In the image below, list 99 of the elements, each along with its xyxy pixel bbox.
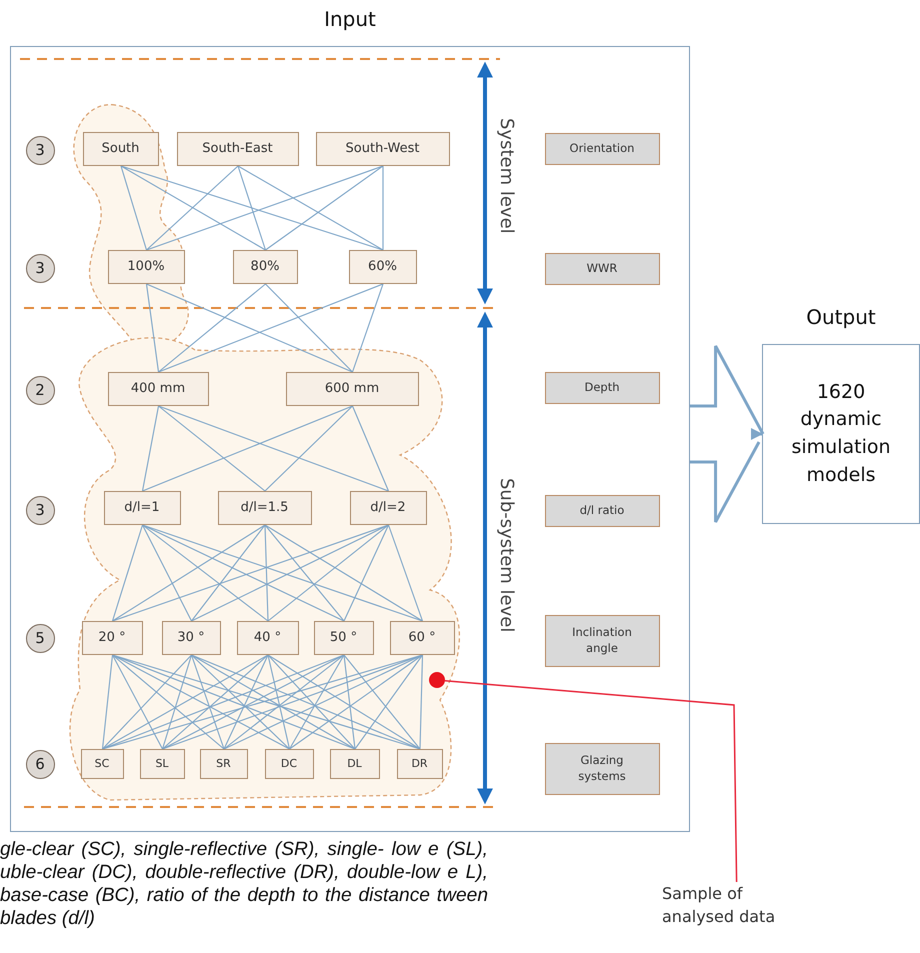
option-box: SL <box>140 748 184 778</box>
level-label: System level <box>496 118 517 234</box>
connector-line <box>343 654 356 750</box>
connector-line <box>224 654 344 750</box>
connector-line <box>146 166 238 250</box>
connector-line <box>102 654 192 750</box>
connector-line <box>268 654 356 750</box>
connector-line <box>102 654 114 750</box>
connector-line <box>264 524 344 622</box>
option-box: d/l=2 <box>350 490 426 524</box>
count-circle: 6 <box>26 750 54 778</box>
option-box: 100% <box>108 250 184 284</box>
option-box: SR <box>200 748 248 778</box>
leader-line <box>444 680 738 882</box>
count-circle: 5 <box>26 624 54 652</box>
connector-line <box>265 166 384 250</box>
connector-line <box>191 654 290 750</box>
connector-line <box>191 654 356 750</box>
option-box: 40 ° <box>236 620 298 654</box>
parameter-box: Orientation <box>544 132 660 164</box>
connector-line <box>158 405 389 492</box>
connector-line <box>120 166 266 250</box>
connector-line <box>419 654 424 750</box>
option-box: 30 ° <box>162 620 220 654</box>
option-box: DL <box>330 748 380 778</box>
connector-line <box>162 654 192 750</box>
connector-line <box>237 166 266 250</box>
parameter-box: Depth <box>544 372 660 404</box>
parameter-box: d/l ratio <box>544 494 660 526</box>
level-label: Sub-system level <box>496 478 517 632</box>
count-circle: 2 <box>26 376 54 404</box>
connector-line <box>158 283 384 373</box>
connector-line <box>224 654 268 750</box>
connector-line <box>191 524 389 622</box>
connector-line <box>382 166 384 250</box>
option-box: SC <box>80 748 124 778</box>
connector-line <box>112 654 290 750</box>
connector-line <box>352 406 389 492</box>
option-box: 60 ° <box>390 620 454 654</box>
option-box: d/l=1 <box>104 490 180 524</box>
connector-line <box>158 284 266 372</box>
connector-line <box>112 654 224 750</box>
parameter-box: Inclination angle <box>544 614 660 666</box>
connector-line <box>264 524 269 622</box>
connector-line <box>268 654 420 750</box>
count-circle: 3 <box>26 496 54 524</box>
connector-line <box>265 284 353 372</box>
connector-line <box>264 406 353 492</box>
option-box: 600 mm <box>286 372 418 406</box>
connector-line <box>238 166 384 250</box>
block-arrow <box>688 344 764 524</box>
connector-line <box>112 524 389 622</box>
connector-line <box>112 654 163 750</box>
option-box: South <box>82 132 158 166</box>
option-box: South-East <box>176 132 298 166</box>
option-box: 60% <box>348 250 416 284</box>
connector-line <box>142 524 344 622</box>
connector-line <box>352 284 384 372</box>
connector-line <box>289 654 344 750</box>
connector-line <box>112 524 144 622</box>
parameter-box: WWR <box>544 252 660 284</box>
connector-line <box>162 654 344 750</box>
option-box: DR <box>396 748 442 778</box>
connector-line <box>191 524 266 622</box>
connector-line <box>162 654 268 750</box>
connector-line <box>267 654 290 750</box>
box-heading: Output <box>806 305 876 329</box>
option-box: 400 mm <box>108 372 208 406</box>
connector-line <box>146 284 160 372</box>
connector-line <box>102 654 268 750</box>
caption-text: gle-clear (SC), single-reflective (SR), single- low e (SL), uble-clear (DC), double-reflective (DR), double-low e L), base-case (BC), ratio of the depth to the distance tween blades (d/l) <box>0 838 488 930</box>
connector-line <box>142 406 160 492</box>
option-box: DC <box>264 748 314 778</box>
connector-line <box>120 166 148 250</box>
count-circle: 3 <box>26 136 54 164</box>
count-circle: 3 <box>26 254 54 282</box>
connector-line <box>158 406 266 492</box>
frame-heading: Input <box>324 7 376 31</box>
parameter-box: Glazing systems <box>544 742 660 794</box>
connector-line <box>190 654 225 750</box>
option-box: South-West <box>316 132 450 166</box>
connector-line <box>264 524 423 622</box>
option-box: 80% <box>232 250 298 284</box>
connector-line <box>142 524 192 622</box>
connector-line <box>142 406 353 492</box>
connector-line <box>344 654 420 750</box>
output-text: 1620 dynamic simulation models <box>790 380 892 488</box>
connector-line <box>354 654 423 750</box>
option-box: 20 ° <box>82 620 142 654</box>
connector-line <box>388 524 424 622</box>
connector-line <box>142 524 423 622</box>
option-box: 50 ° <box>314 620 374 654</box>
connector-line <box>112 524 266 622</box>
connector-line <box>289 654 423 750</box>
connector-line <box>268 524 389 622</box>
connector-line <box>344 524 389 622</box>
connector-line <box>146 284 353 372</box>
connector-line <box>142 524 268 622</box>
option-box: d/l=1.5 <box>218 490 312 524</box>
